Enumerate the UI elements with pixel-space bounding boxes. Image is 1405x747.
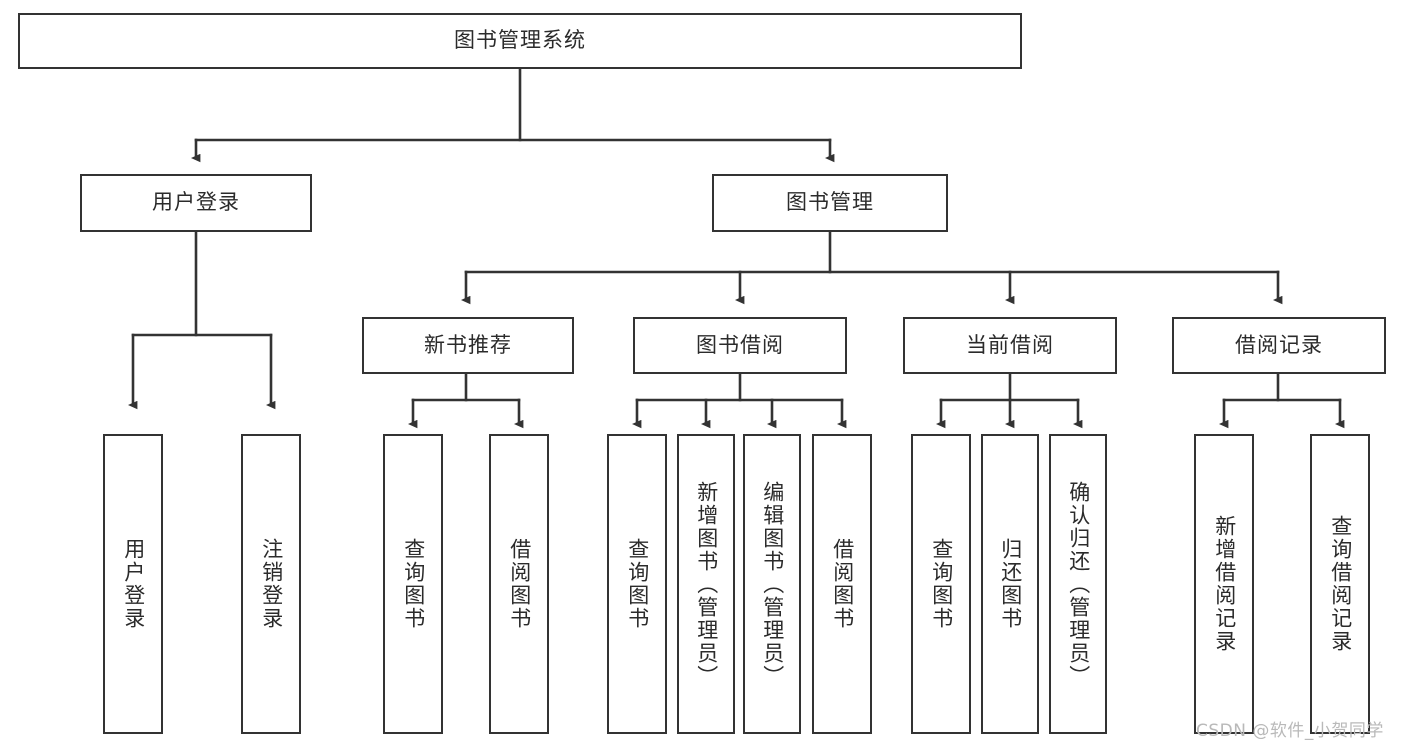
leaf-user-login[interactable]: 用户登录 [103,434,163,734]
leaf-query-book-current-label: 查询图书 [929,538,954,630]
leaf-user-login-label: 用户登录 [121,538,146,630]
leaf-add-borrow-record-label: 新增借阅记录 [1212,515,1237,653]
leaf-query-book-newbook-label: 查询图书 [401,538,426,630]
leaf-query-borrow-record[interactable]: 查询借阅记录 [1310,434,1370,734]
node-current-borrow-label: 当前借阅 [966,332,1054,357]
leaf-add-book-admin[interactable]: 新增图书（管理员） [677,434,735,734]
leaf-confirm-return-admin-label: 确认归还（管理员） [1066,480,1091,688]
leaf-edit-book-admin-label: 编辑图书（管理员） [760,480,785,688]
node-borrow-record[interactable]: 借阅记录 [1172,317,1386,374]
csdn-watermark: CSDN @软件_小贺同学 [1196,721,1384,741]
leaf-add-book-admin-label: 新增图书（管理员） [694,480,719,688]
node-borrow-record-label: 借阅记录 [1235,332,1323,357]
node-new-book-recommend[interactable]: 新书推荐 [362,317,574,374]
leaf-query-book-current[interactable]: 查询图书 [911,434,971,734]
leaf-logout-login[interactable]: 注销登录 [241,434,301,734]
leaf-borrow-book-borrow-label: 借阅图书 [830,538,855,630]
leaf-borrow-book-borrow[interactable]: 借阅图书 [812,434,872,734]
leaf-add-borrow-record[interactable]: 新增借阅记录 [1194,434,1254,734]
node-root-system[interactable]: 图书管理系统 [18,13,1022,69]
leaf-logout-login-label: 注销登录 [259,538,284,630]
leaf-query-borrow-record-label: 查询借阅记录 [1328,515,1353,653]
node-book-management-label: 图书管理 [786,190,874,215]
node-current-borrow[interactable]: 当前借阅 [903,317,1117,374]
leaf-query-book-borrow[interactable]: 查询图书 [607,434,667,734]
leaf-borrow-book-newbook-label: 借阅图书 [507,538,532,630]
leaf-borrow-book-newbook[interactable]: 借阅图书 [489,434,549,734]
node-new-book-recommend-label: 新书推荐 [424,332,512,357]
node-root-system-label: 图书管理系统 [454,28,586,53]
node-user-login[interactable]: 用户登录 [80,174,312,232]
node-book-borrow-label: 图书借阅 [696,332,784,357]
node-user-login-label: 用户登录 [152,190,240,215]
leaf-query-book-newbook[interactable]: 查询图书 [383,434,443,734]
leaf-edit-book-admin[interactable]: 编辑图书（管理员） [743,434,801,734]
node-book-management[interactable]: 图书管理 [712,174,948,232]
node-book-borrow[interactable]: 图书借阅 [633,317,847,374]
leaf-query-book-borrow-label: 查询图书 [625,538,650,630]
leaf-confirm-return-admin[interactable]: 确认归还（管理员） [1049,434,1107,734]
leaf-return-book-label: 归还图书 [998,538,1023,630]
leaf-return-book[interactable]: 归还图书 [981,434,1039,734]
